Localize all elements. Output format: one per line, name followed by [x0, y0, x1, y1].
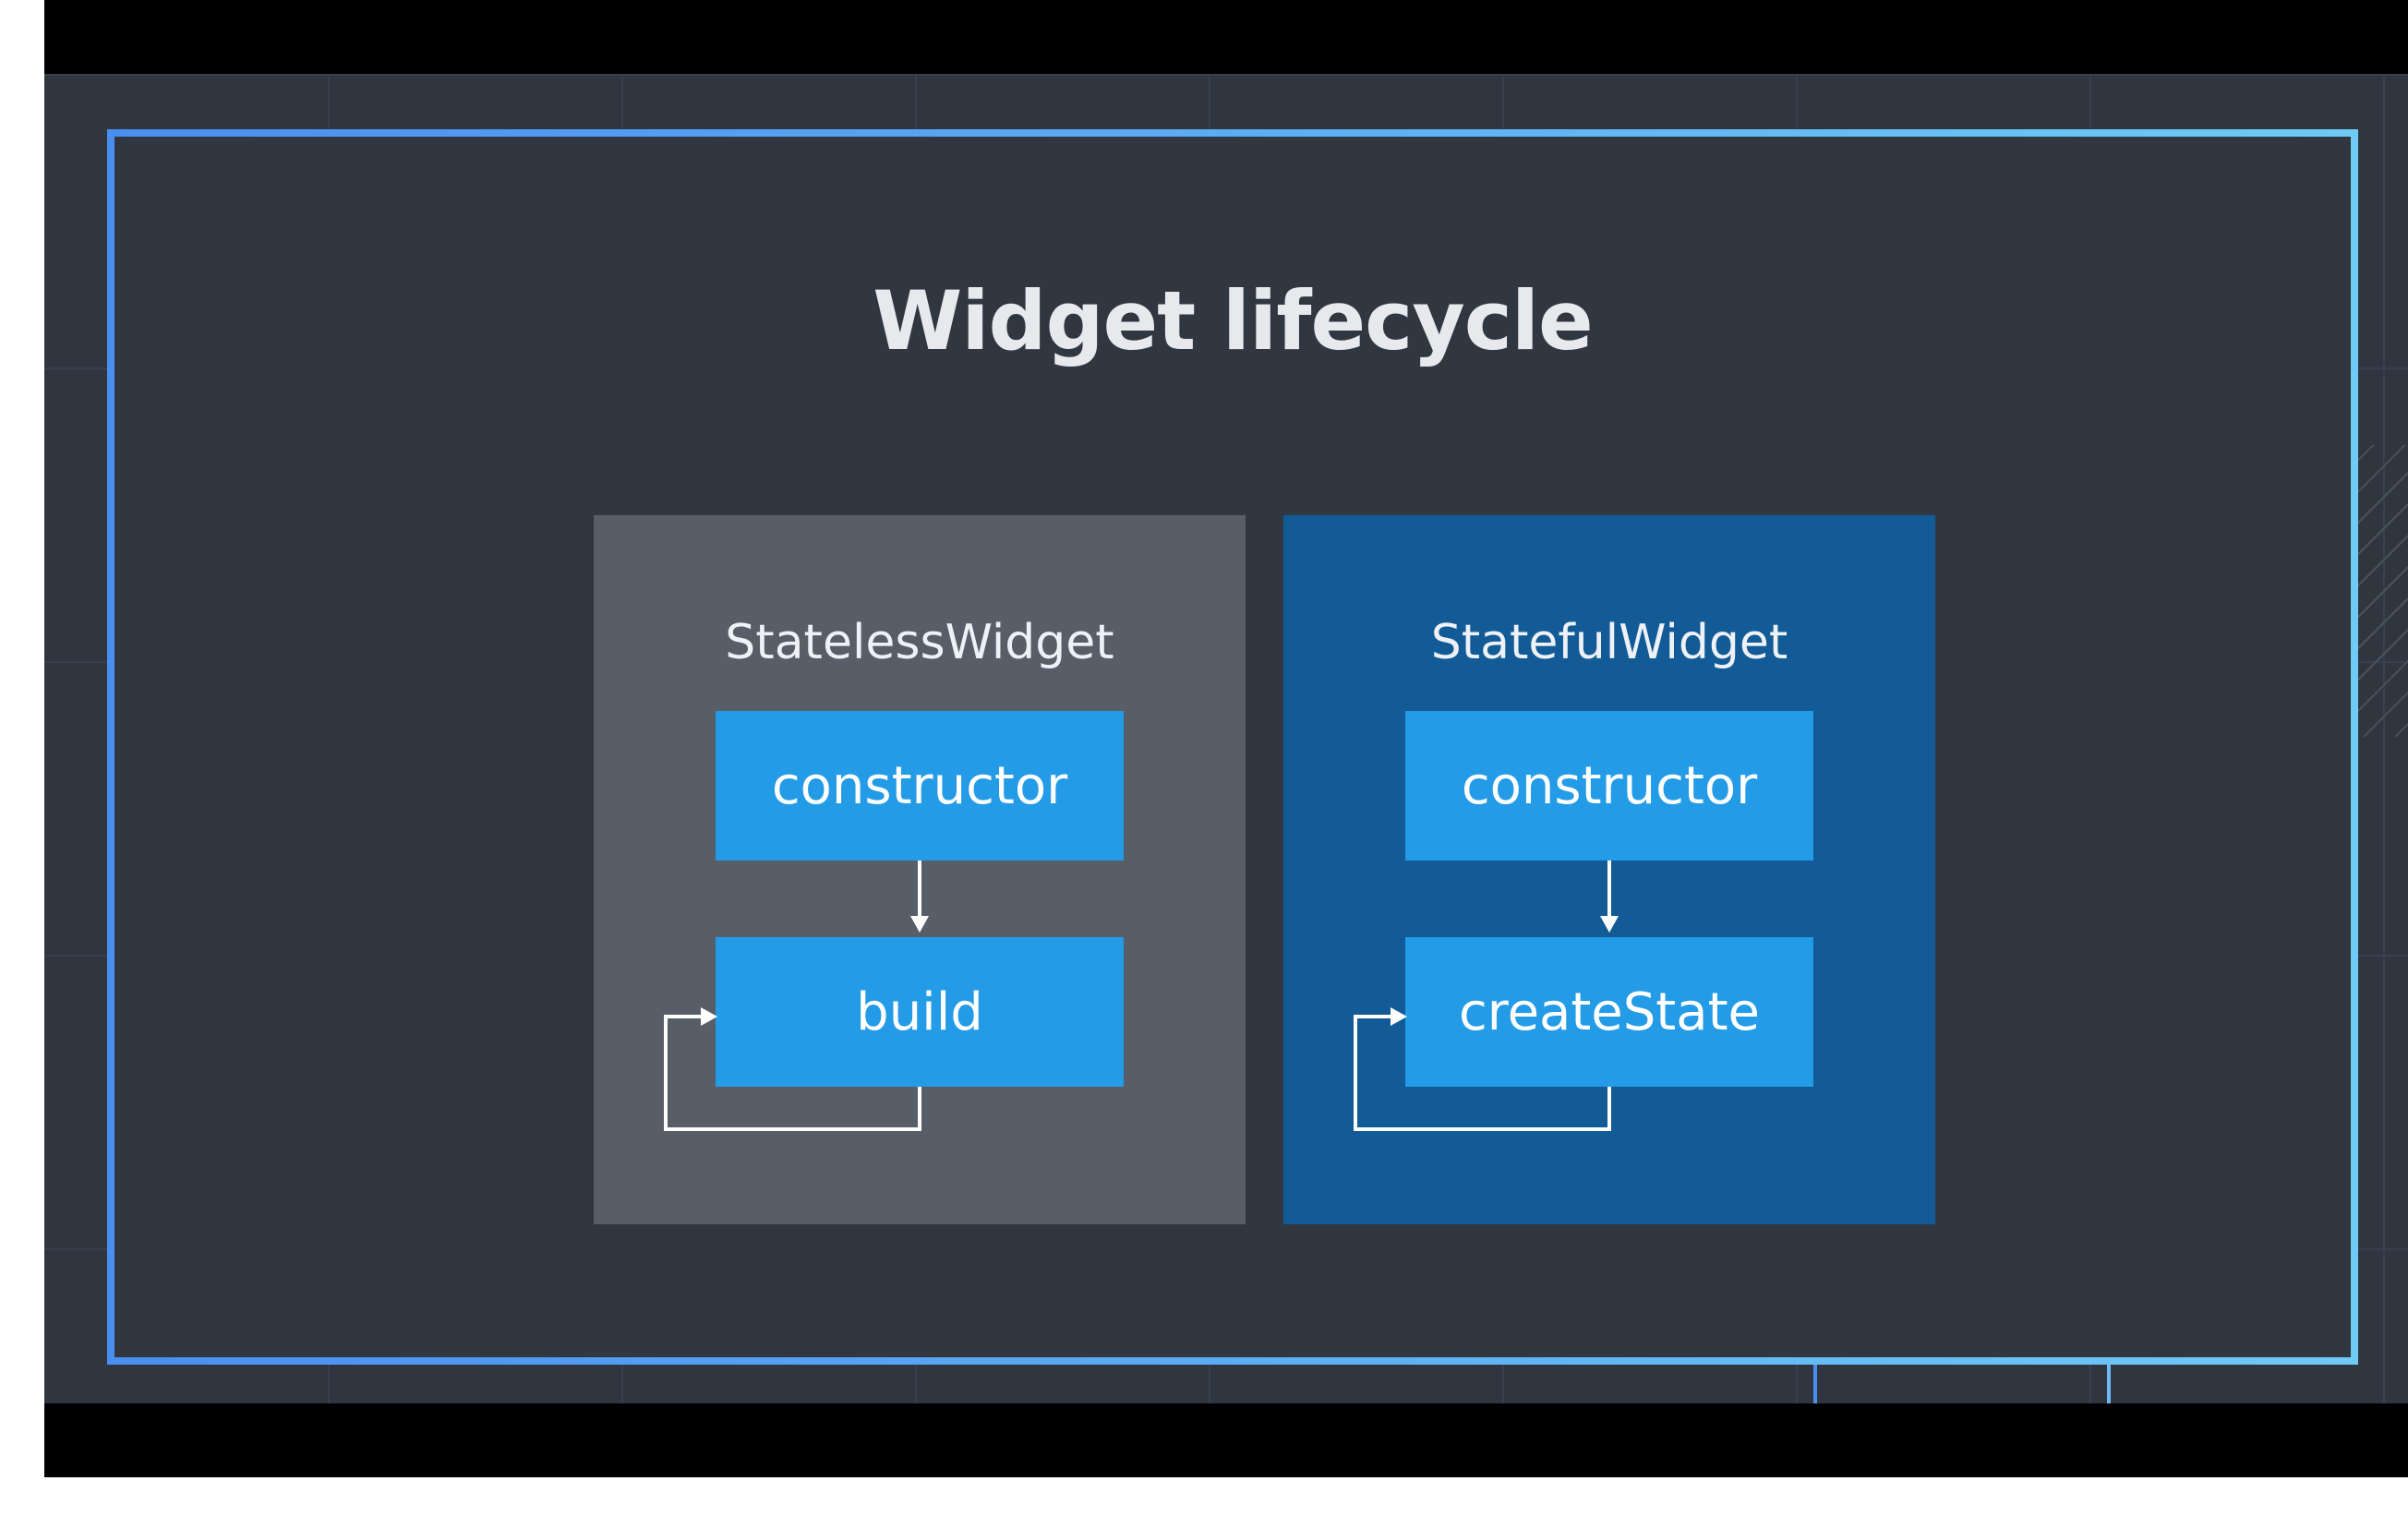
down-arrowhead	[910, 916, 929, 933]
slide-card: Widget lifecycle StatelessWidget constru…	[107, 129, 2358, 1365]
stateful-createstate-label: createState	[1459, 981, 1760, 1042]
slide-stage: Widget lifecycle StatelessWidget constru…	[44, 74, 2408, 1403]
stateless-constructor-box: constructor	[716, 711, 1124, 861]
stateful-constructor-label: constructor	[1461, 755, 1758, 816]
stateless-panel-title: StatelessWidget	[725, 615, 1114, 670]
video-frame: Widget lifecycle StatelessWidget constru…	[44, 0, 2408, 1477]
slide-title: Widget lifecycle	[873, 273, 1593, 368]
down-arrowhead	[1600, 916, 1619, 933]
grid-marker-left	[1813, 1358, 1817, 1403]
stateless-build-label: build	[856, 981, 983, 1042]
stateful-widget-panel: StatefulWidget constructor createState	[1283, 515, 1935, 1224]
stateful-panel-title: StatefulWidget	[1430, 615, 1788, 670]
stateless-build-box: build	[716, 937, 1124, 1087]
stateless-constructor-label: constructor	[771, 755, 1068, 816]
stateless-widget-panel: StatelessWidget constructor build	[594, 515, 1246, 1224]
stateful-constructor-box: constructor	[1405, 711, 1813, 861]
stateful-createstate-box: createState	[1405, 937, 1813, 1087]
grid-marker-right	[2107, 1358, 2111, 1403]
